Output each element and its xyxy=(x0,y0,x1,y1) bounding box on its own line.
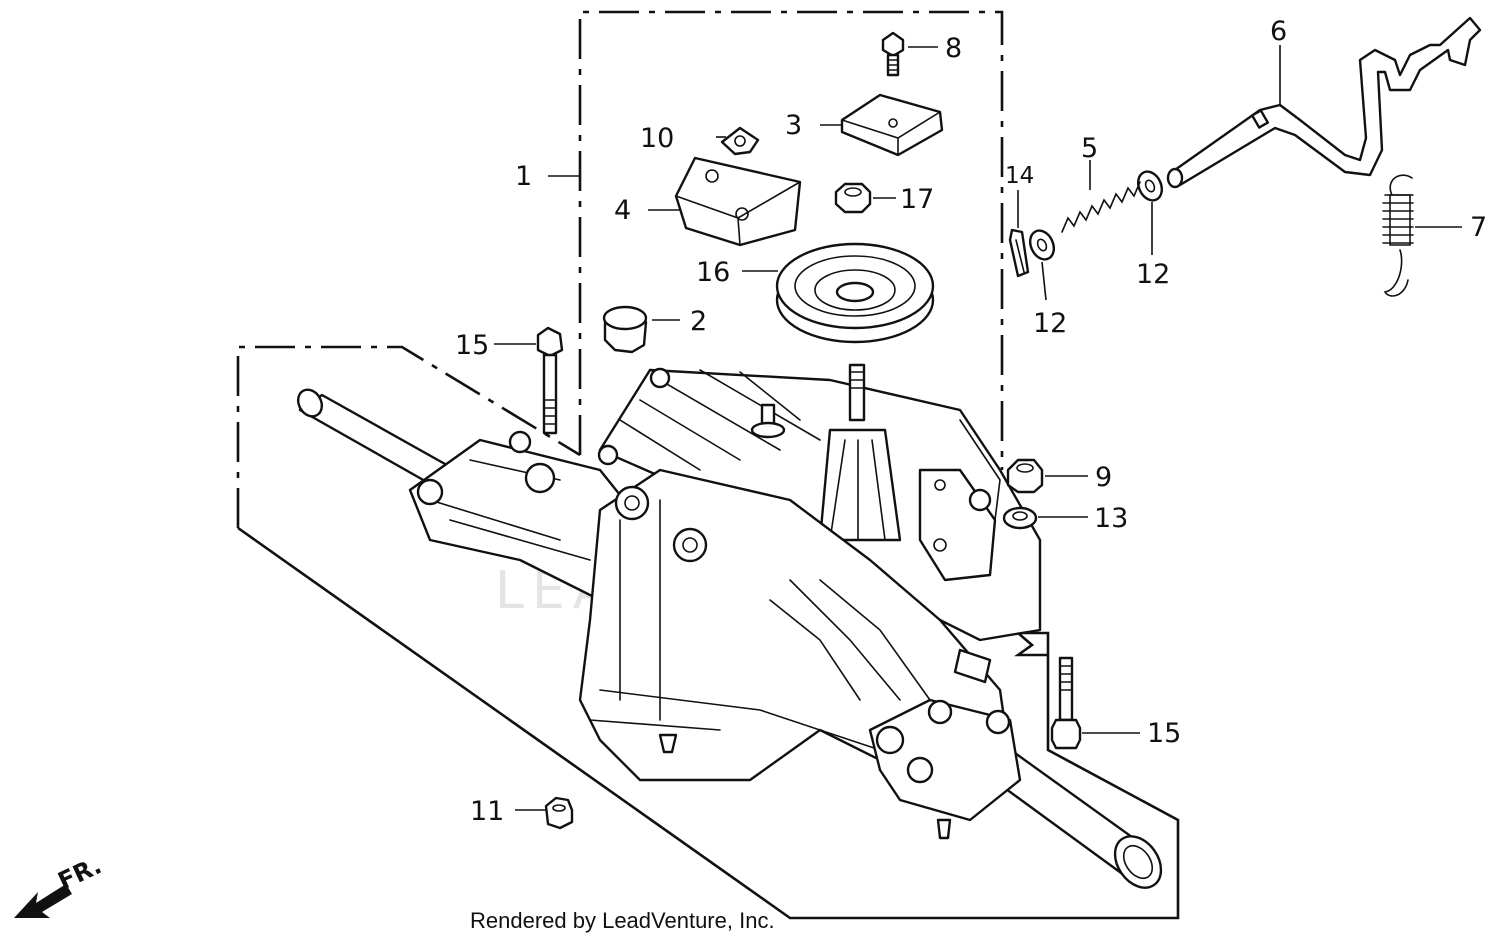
callout-8: 8 xyxy=(945,33,962,64)
spring-part-5 xyxy=(1061,181,1141,233)
nut-part-17 xyxy=(834,182,872,214)
bolt-part-15-top xyxy=(536,326,564,435)
transaxle-housing xyxy=(296,363,1163,889)
pulley-part-16 xyxy=(775,242,935,344)
callout-2: 2 xyxy=(690,306,707,337)
callout-12b: 12 xyxy=(1136,259,1170,290)
front-direction-arrow: FR. xyxy=(14,851,106,918)
callout-12a: 12 xyxy=(1033,308,1067,339)
nut-part-9 xyxy=(1006,458,1044,494)
callout-11: 11 xyxy=(470,796,504,827)
callout-4: 4 xyxy=(614,195,631,226)
callout-3: 3 xyxy=(785,110,802,141)
callout-5: 5 xyxy=(1081,133,1098,164)
callout-7: 7 xyxy=(1470,212,1487,243)
callout-9: 9 xyxy=(1095,462,1112,493)
render-credit: Rendered by LeadVenture, Inc. xyxy=(470,908,775,933)
washer-part-12-left xyxy=(1028,229,1056,261)
callout-labels: 1 2 3 4 5 6 7 8 9 10 11 12 12 13 14 15 1… xyxy=(455,16,1487,827)
assembly-boundary xyxy=(236,10,1180,920)
washer-part-13 xyxy=(1002,506,1038,530)
bolt-part-15-bottom xyxy=(1050,656,1082,750)
callout-15a: 15 xyxy=(455,330,489,361)
callout-1: 1 xyxy=(515,161,532,192)
spring-part-7 xyxy=(1382,174,1414,297)
callout-13: 13 xyxy=(1094,503,1128,534)
clip-part-10 xyxy=(720,126,760,156)
front-direction-label: FR. xyxy=(54,851,106,895)
cap-part-2 xyxy=(602,305,648,354)
callout-16: 16 xyxy=(696,257,730,288)
callout-10: 10 xyxy=(640,123,674,154)
plate-part-3 xyxy=(840,93,944,157)
bracket-part-4 xyxy=(674,156,802,247)
callout-17: 17 xyxy=(900,184,934,215)
nut-part-11 xyxy=(544,796,574,830)
callout-14: 14 xyxy=(1005,163,1034,189)
control-rod-part-6 xyxy=(1166,16,1482,189)
washer-part-12-right xyxy=(1136,170,1164,202)
leader-lines xyxy=(494,45,1462,811)
callout-15b: 15 xyxy=(1147,718,1181,749)
callout-6: 6 xyxy=(1270,16,1287,47)
bolt-part-8 xyxy=(881,31,905,77)
cotter-pin-part-14 xyxy=(1008,228,1030,278)
